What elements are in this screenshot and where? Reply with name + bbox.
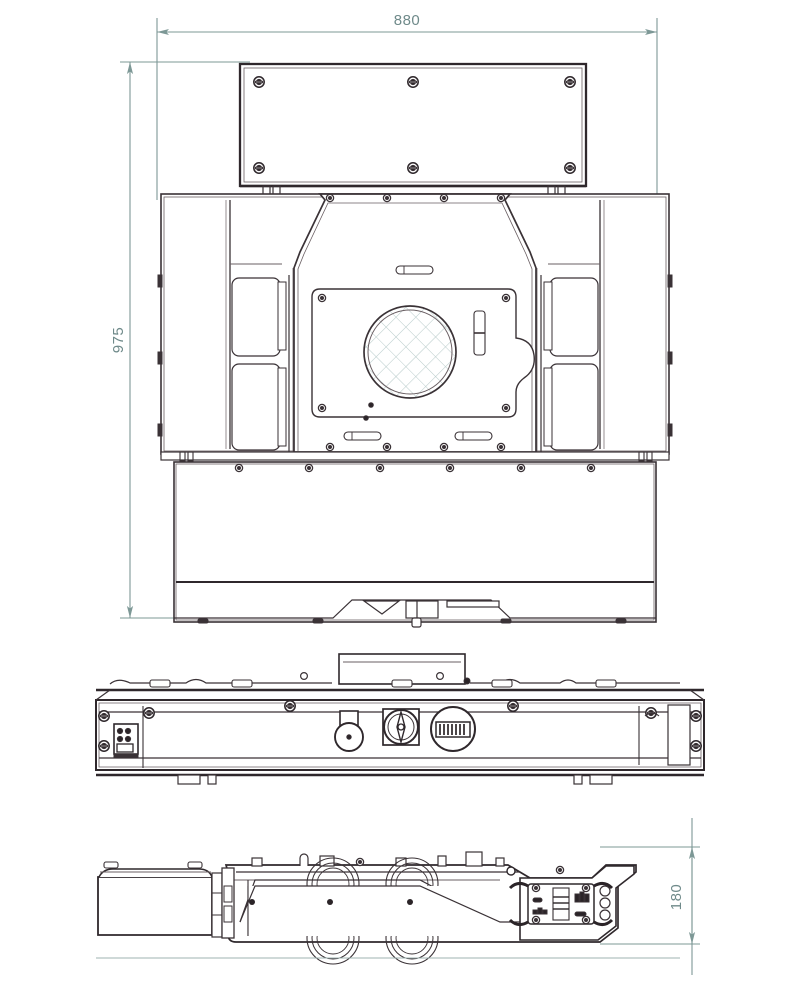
rotary-selector-switch[interactable] — [382, 708, 420, 746]
front-view — [157, 62, 673, 628]
base-feet — [197, 618, 627, 624]
vent-slots — [343, 265, 493, 441]
vent-slot — [343, 431, 382, 441]
upper-cover-panel — [238, 62, 588, 197]
roller-wheels — [239, 857, 520, 965]
right-side-module-stack — [536, 200, 673, 452]
vent-slot — [395, 265, 434, 275]
top-rail — [96, 671, 704, 692]
indicator-lamp-control[interactable] — [334, 710, 364, 752]
vent-slot — [454, 431, 493, 441]
top-view-feet — [177, 774, 613, 785]
coupler-pin-holes — [599, 885, 611, 921]
left-hinge-bracket — [221, 867, 235, 939]
dimension-base-height-label: 180 — [668, 884, 685, 911]
circular-mesh-grille — [363, 305, 457, 399]
dimension-width-label: 880 — [394, 12, 421, 29]
dimension-base-height — [600, 818, 700, 975]
dimension-height-label: 975 — [110, 327, 127, 354]
bottom-plan-view — [96, 851, 680, 965]
base-pedestal — [173, 461, 657, 628]
left-side-module-stack — [157, 200, 294, 452]
striped-gauge-meter[interactable] — [430, 706, 476, 752]
left-connector-panel — [113, 706, 144, 768]
top-right-detail — [638, 704, 691, 766]
dimension-width — [156, 18, 658, 200]
base-centre-detail — [174, 599, 656, 628]
plate-vertical-slot — [473, 310, 486, 356]
coupler-mechanism — [508, 865, 635, 941]
housing-base-flange — [160, 451, 670, 462]
top-view — [95, 653, 705, 785]
connector-pins — [116, 727, 132, 743]
battery-module — [97, 861, 223, 938]
